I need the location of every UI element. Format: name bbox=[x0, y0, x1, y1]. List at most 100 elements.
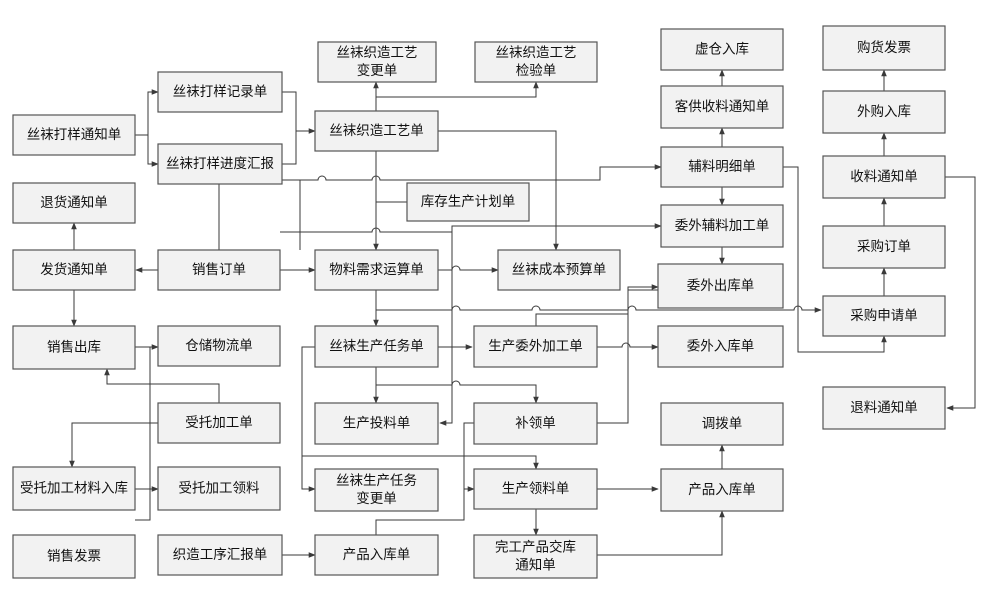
node-label: 仓储物流单 bbox=[185, 338, 253, 354]
node-box bbox=[317, 41, 437, 83]
node-label: 丝袜织造工艺单 bbox=[329, 123, 424, 139]
edge-notify-progress bbox=[147, 135, 159, 167]
node-box bbox=[12, 182, 136, 224]
node-box bbox=[12, 114, 136, 156]
node-purin: 外购入库 bbox=[822, 90, 946, 134]
node-recv: 收料通知单 bbox=[822, 155, 946, 199]
node-progress: 丝袜打样进度汇报 bbox=[157, 143, 283, 185]
edge-outsource-outin bbox=[597, 342, 659, 350]
edge-task-supp bbox=[376, 380, 539, 404]
edge-mrp-pr bbox=[376, 305, 822, 313]
node-notify: 丝袜打样通知单 bbox=[12, 114, 136, 156]
node-label: 受托加工材料入库 bbox=[20, 481, 128, 497]
node-box bbox=[314, 534, 439, 576]
node-label: 产品入库单 bbox=[343, 547, 411, 563]
edge-mrp-budget bbox=[438, 265, 499, 273]
node-label: 产品入库单 bbox=[688, 482, 756, 498]
node-label: 丝袜打样进度汇报 bbox=[166, 155, 274, 172]
node-label: 发货通知单 bbox=[40, 261, 108, 278]
edge-supp-outstock bbox=[597, 289, 658, 424]
connector-lines bbox=[69, 69, 976, 558]
node-outsource: 生产委外加工单 bbox=[473, 325, 598, 368]
node-label: 织造工序汇报单 bbox=[173, 547, 268, 563]
node-label: 丝袜成本预算单 bbox=[512, 262, 607, 278]
node-label: 销售发票 bbox=[47, 549, 101, 565]
edge-task-pick bbox=[302, 455, 539, 470]
node-box bbox=[660, 204, 784, 248]
node-virtual: 虚仓入库 bbox=[660, 28, 784, 71]
node-po: 采购订单 bbox=[822, 225, 946, 269]
node-box bbox=[473, 325, 598, 368]
edge-outsource-outstock bbox=[535, 284, 659, 326]
node-box bbox=[822, 295, 946, 337]
node-logistics: 仓储物流单 bbox=[157, 325, 281, 367]
node-box bbox=[12, 249, 136, 291]
node-label: 销售订单 bbox=[192, 262, 246, 278]
node-label: 退料通知单 bbox=[850, 399, 918, 416]
edge-task-taskchange bbox=[301, 346, 316, 492]
node-issue: 生产投料单 bbox=[314, 402, 439, 445]
node-box bbox=[314, 325, 439, 368]
node-box bbox=[12, 466, 136, 511]
edge-process-inspect bbox=[376, 81, 539, 98]
node-prod-in1: 产品入库单 bbox=[314, 534, 439, 576]
node-label: 采购订单 bbox=[857, 239, 911, 255]
node-process: 丝袜织造工艺单 bbox=[314, 110, 439, 152]
node-box bbox=[157, 143, 283, 185]
node-label: 丝袜打样记录单 bbox=[173, 83, 268, 100]
node-box bbox=[12, 325, 136, 370]
node-invoice: 销售发票 bbox=[12, 534, 136, 579]
node-pick: 生产领料单 bbox=[473, 468, 598, 510]
node-outstock: 委外出库单 bbox=[657, 263, 784, 309]
node-label: 通知单 bbox=[515, 557, 556, 574]
edge-supp-pick bbox=[463, 422, 475, 492]
node-label: 丝袜打样通知单 bbox=[27, 126, 122, 143]
node-box bbox=[157, 325, 281, 367]
node-budget: 丝袜成本预算单 bbox=[497, 249, 621, 291]
edge-notify-record bbox=[135, 89, 159, 136]
node-label: 生产投料单 bbox=[343, 416, 411, 432]
edge-finish-prodin2 bbox=[597, 510, 725, 556]
node-pr: 采购申请单 bbox=[822, 295, 946, 337]
node-entrust-in: 受托加工材料入库 bbox=[12, 466, 136, 511]
node-box bbox=[660, 146, 784, 188]
node-auxdetail: 辅料明细单 bbox=[660, 146, 784, 188]
node-box bbox=[314, 110, 439, 152]
node-box bbox=[314, 249, 439, 291]
node-label: 外购入库 bbox=[857, 104, 911, 120]
edge-record-process bbox=[282, 91, 316, 134]
edge-progress-process bbox=[282, 131, 297, 165]
node-label: 丝袜织造工艺 bbox=[337, 45, 418, 61]
node-box bbox=[497, 249, 621, 291]
node-box bbox=[314, 468, 439, 512]
edge-prodin1-pick bbox=[375, 489, 465, 535]
edge-entrust-entrustin bbox=[69, 422, 158, 468]
node-label: 物料需求运算单 bbox=[329, 262, 424, 278]
node-label: 完工产品交库 bbox=[495, 539, 576, 556]
node-label: 客供收料通知单 bbox=[675, 98, 770, 115]
node-label: 受托加工单 bbox=[185, 415, 253, 431]
node-box bbox=[822, 225, 946, 269]
node-label: 收料通知单 bbox=[850, 168, 918, 185]
edge-order-auxout bbox=[280, 223, 662, 233]
node-entrust-pick: 受托加工领料 bbox=[157, 466, 281, 511]
node-box bbox=[660, 85, 784, 129]
node-label: 生产领料单 bbox=[502, 481, 570, 497]
node-label: 购货发票 bbox=[857, 39, 911, 56]
node-box bbox=[314, 402, 439, 445]
node-box bbox=[473, 534, 598, 579]
node-label: 采购申请单 bbox=[850, 308, 918, 324]
node-box bbox=[660, 468, 784, 512]
node-task: 丝袜生产任务单 bbox=[314, 325, 439, 368]
node-outin: 委外入库单 bbox=[657, 325, 784, 368]
node-layer: 丝袜打样通知单丝袜打样记录单丝袜打样进度汇报丝袜织造工艺变更单丝袜织造工艺检验单… bbox=[12, 25, 946, 579]
node-label: 补领单 bbox=[515, 416, 556, 432]
node-label: 销售出库 bbox=[47, 340, 101, 356]
node-return: 退货通知单 bbox=[12, 182, 136, 224]
node-box bbox=[473, 468, 598, 510]
node-stockplan: 库存生产计划单 bbox=[406, 182, 530, 222]
node-box bbox=[157, 71, 283, 113]
